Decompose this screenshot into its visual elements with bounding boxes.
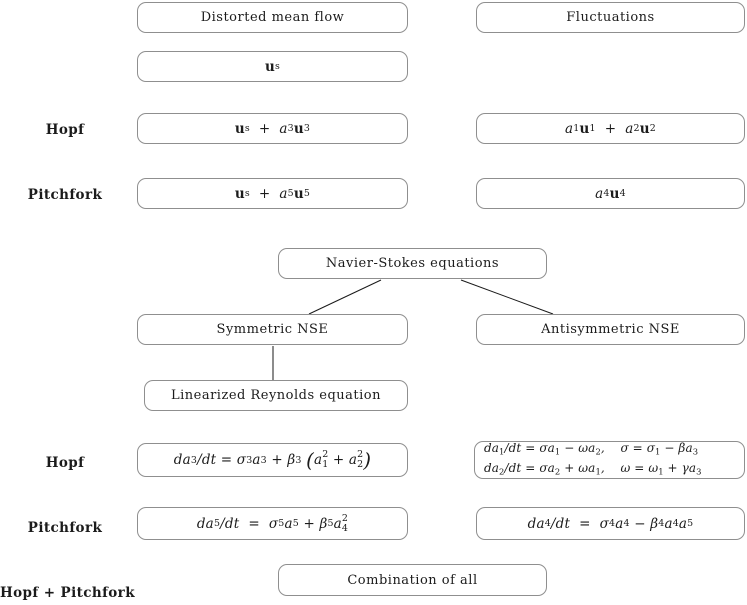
box-distorted-mean-flow: Distorted mean flow — [137, 2, 408, 33]
edge-nse-to-antisymmetric — [460, 279, 554, 315]
row-label-hopf-bottom: Hopf — [45, 455, 85, 471]
row-label-pitchfork-bottom: Pitchfork — [27, 520, 103, 536]
box-linearized-reynolds: Linearized Reynolds equation — [144, 380, 408, 411]
row-label-hopf-top: Hopf — [45, 122, 85, 138]
box-antisymmetric-nse: Antisymmetric NSE — [476, 314, 745, 345]
box-combination-of-all: Combination of all — [278, 564, 547, 596]
edge-nse-to-symmetric — [308, 279, 382, 315]
box-hopf-antisymmetric-equations: da1/dt = σa1 − ωa2, σ = σ1 − βa3 da2/dt … — [474, 441, 745, 479]
row-label-hopf-plus-pitchfork: Hopf + Pitchfork — [0, 585, 135, 601]
row-label-pitchfork-top: Pitchfork — [27, 187, 103, 203]
hopf-antisymmetric-equation-line2: da2/dt = σa2 + ωa1, ω = ω1 + γa3 — [484, 461, 702, 477]
hopf-antisymmetric-equation-line1: da1/dt = σa1 − ωa2, σ = σ1 − βa3 — [484, 440, 699, 456]
box-navier-stokes: Navier-Stokes equations — [278, 248, 547, 279]
box-symmetric-nse: Symmetric NSE — [137, 314, 408, 345]
box-fluctuations: Fluctuations — [476, 2, 745, 33]
